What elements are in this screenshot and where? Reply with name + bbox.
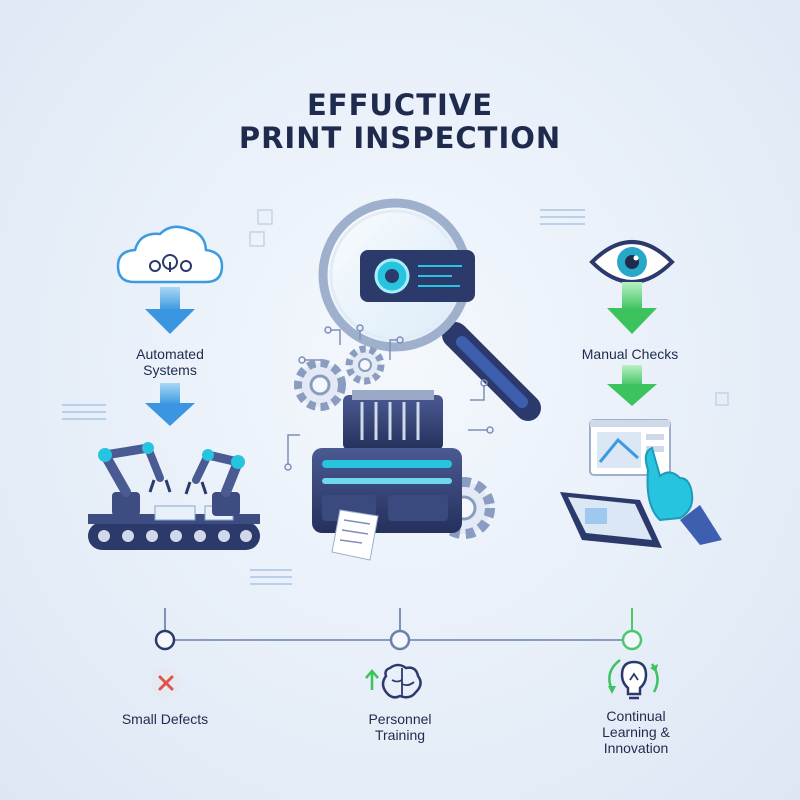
timeline-node — [621, 629, 643, 651]
continual-learning-label: Continual Learning & Innovation — [602, 708, 670, 756]
small-defects-label: Small Defects — [121, 711, 209, 727]
gear-icon — [345, 345, 385, 385]
timeline-node — [154, 629, 176, 651]
page-title-line2: PRINT INSPECTION — [238, 121, 562, 155]
page-title-line1: EFFUCTIVE — [306, 88, 494, 122]
personnel-training-label: Personnel Training — [368, 711, 432, 743]
magnifier-icon — [318, 198, 541, 421]
automated-systems-label: Automated Systems — [136, 346, 204, 378]
eye-icon — [589, 240, 675, 284]
x-icon — [151, 668, 181, 698]
tablet-inspection-icon — [560, 419, 722, 548]
manual-checks-label: Manual Checks — [581, 346, 679, 362]
arrow-down-icon — [607, 365, 657, 406]
decor-squares — [249, 209, 729, 406]
robot-arm-conveyor — [88, 442, 260, 550]
arrow-down-icon — [145, 287, 195, 334]
brain-icon — [365, 663, 422, 699]
gear-icon — [294, 359, 346, 411]
timeline-node — [389, 629, 411, 651]
arrow-down-icon — [145, 383, 195, 426]
printing-machine — [312, 390, 462, 561]
cloud-icon — [116, 225, 224, 284]
lightbulb-icon — [608, 659, 659, 700]
circuit-traces — [284, 324, 494, 471]
decor-lines — [62, 209, 585, 585]
arrow-down-icon — [607, 282, 657, 334]
timeline — [154, 608, 643, 651]
